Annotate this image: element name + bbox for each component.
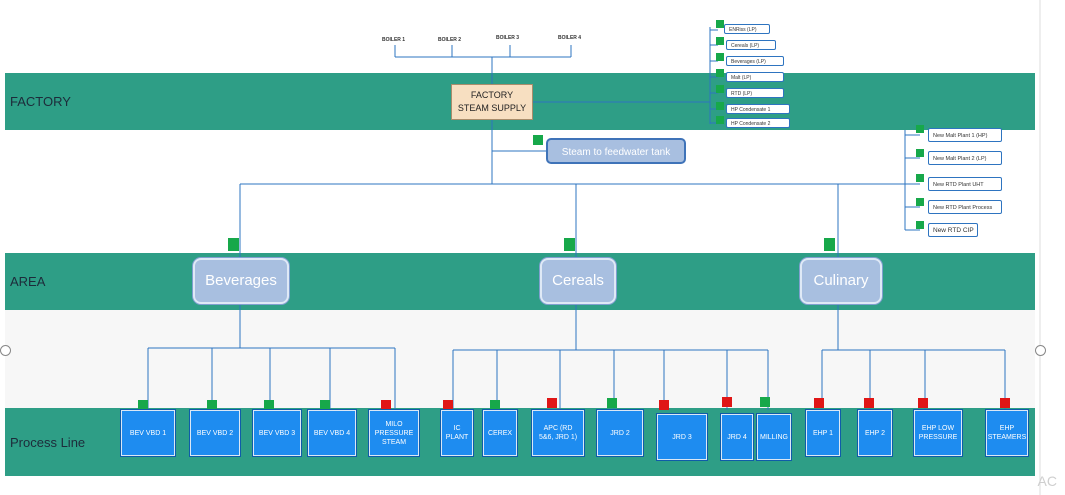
proc-status-milo bbox=[381, 400, 391, 410]
area-status-cereals bbox=[564, 238, 575, 251]
process-ehp-2[interactable]: EHP 2 bbox=[858, 410, 892, 456]
area-status-beverages bbox=[228, 238, 239, 251]
proc-status-ehp-steamers bbox=[1000, 398, 1010, 408]
utility-status-5 bbox=[716, 102, 724, 110]
process-apc[interactable]: APC (RD 5&6, JRD 1) bbox=[532, 410, 584, 456]
area-lane-label: AREA bbox=[10, 274, 46, 289]
factory-node-line1: FACTORY bbox=[470, 90, 514, 100]
proc-status-bev-vbd-2 bbox=[207, 400, 217, 410]
area-cereals[interactable]: Cereals bbox=[540, 258, 616, 304]
factory-lane-bg bbox=[5, 0, 1035, 73]
factory-steam-supply-node[interactable]: FACTORY STEAM SUPPLY bbox=[451, 84, 533, 120]
proc-status-bev-vbd-1 bbox=[138, 400, 148, 410]
factory-lane-label: FACTORY bbox=[10, 94, 71, 109]
process-cerex[interactable]: CEREX bbox=[483, 410, 517, 456]
new-plant-status-2 bbox=[916, 174, 924, 182]
new-plant-status-1 bbox=[916, 149, 924, 157]
area-status-culinary bbox=[824, 238, 835, 251]
boiler-3-label: BOILER 3 bbox=[496, 35, 520, 41]
proc-status-bev-vbd-4 bbox=[320, 400, 330, 410]
process-lane-label: Process Line bbox=[10, 435, 86, 450]
utility-status-6 bbox=[716, 116, 724, 124]
utility-output-4[interactable]: RTD (LP) bbox=[726, 88, 784, 98]
new-plant-status-4 bbox=[916, 221, 924, 229]
process-jrd-2[interactable]: JRD 2 bbox=[597, 410, 643, 456]
right-resize-handle[interactable] bbox=[1035, 345, 1046, 356]
process-ehp-low-pressure[interactable]: EHP LOW PRESSURE bbox=[914, 410, 962, 456]
watermark-text: AC bbox=[1037, 473, 1057, 489]
proc-status-ehp-1 bbox=[814, 398, 824, 408]
proc-status-apc bbox=[547, 398, 557, 408]
process-ehp-steamers[interactable]: EHP STEAMERS bbox=[986, 410, 1028, 456]
utility-status-2 bbox=[716, 53, 724, 61]
boiler-4-label: BOILER 4 bbox=[558, 35, 582, 41]
utility-status-3 bbox=[716, 69, 724, 77]
utility-output-5[interactable]: HP Condensate 1 bbox=[726, 104, 790, 114]
proc-status-milling bbox=[760, 397, 770, 407]
steam-to-feedwater-node[interactable]: Steam to feedwater tank bbox=[546, 138, 686, 164]
process-bev-vbd-3[interactable]: BEV VBD 3 bbox=[253, 410, 301, 456]
process-ehp-1[interactable]: EHP 1 bbox=[806, 410, 840, 456]
proc-status-ic-plant bbox=[443, 400, 453, 410]
utility-status-0 bbox=[716, 20, 724, 28]
boiler-2-label: BOILER 2 bbox=[438, 37, 462, 43]
utility-output-6[interactable]: HP Condensate 2 bbox=[726, 118, 790, 128]
utility-status-4 bbox=[716, 85, 724, 93]
utility-output-0[interactable]: ENRiss (LP) bbox=[724, 24, 770, 34]
process-bev-vbd-1[interactable]: BEV VBD 1 bbox=[121, 410, 175, 456]
factory-node-line2: STEAM SUPPLY bbox=[457, 103, 527, 113]
feedwater-status bbox=[533, 135, 543, 145]
proc-status-jrd-2 bbox=[607, 398, 617, 408]
process-lane-bg bbox=[5, 310, 1035, 410]
process-milo-pressure-steam[interactable]: MILO PRESSURE STEAM bbox=[369, 410, 419, 456]
proc-status-bev-vbd-3 bbox=[264, 400, 274, 410]
proc-status-ehp-2 bbox=[864, 398, 874, 408]
new-plant-status-0 bbox=[916, 125, 924, 133]
process-ic-plant[interactable]: IC PLANT bbox=[441, 410, 473, 456]
process-jrd-4[interactable]: JRD 4 bbox=[721, 414, 753, 460]
new-plant-1[interactable]: New Malt Plant 2 (LP) bbox=[928, 151, 1002, 165]
new-plant-4[interactable]: New RTD CIP bbox=[928, 223, 978, 237]
new-plant-0[interactable]: New Malt Plant 1 (HP) bbox=[928, 128, 1002, 142]
process-milling[interactable]: MILLING bbox=[757, 414, 791, 460]
proc-status-cerex bbox=[490, 400, 500, 410]
process-bev-vbd-4[interactable]: BEV VBD 4 bbox=[308, 410, 356, 456]
area-beverages[interactable]: Beverages bbox=[193, 258, 289, 304]
utility-output-2[interactable]: Beverages (LP) bbox=[726, 56, 784, 66]
proc-status-jrd-4 bbox=[722, 397, 732, 407]
new-plant-status-3 bbox=[916, 198, 924, 206]
new-plant-3[interactable]: New RTD Plant Process bbox=[928, 200, 1002, 214]
left-resize-handle[interactable] bbox=[0, 345, 11, 356]
process-jrd-3[interactable]: JRD 3 bbox=[657, 414, 707, 460]
proc-status-ehp-low bbox=[918, 398, 928, 408]
proc-status-jrd-3 bbox=[659, 400, 669, 410]
area-culinary[interactable]: Culinary bbox=[800, 258, 882, 304]
utility-output-1[interactable]: Cereals (LP) bbox=[726, 40, 776, 50]
process-bev-vbd-2[interactable]: BEV VBD 2 bbox=[190, 410, 240, 456]
boiler-1-label: BOILER 1 bbox=[382, 37, 406, 43]
utility-status-1 bbox=[716, 37, 724, 45]
new-plant-2[interactable]: New RTD Plant UHT bbox=[928, 177, 1002, 191]
utility-output-3[interactable]: Malt (LP) bbox=[726, 72, 784, 82]
